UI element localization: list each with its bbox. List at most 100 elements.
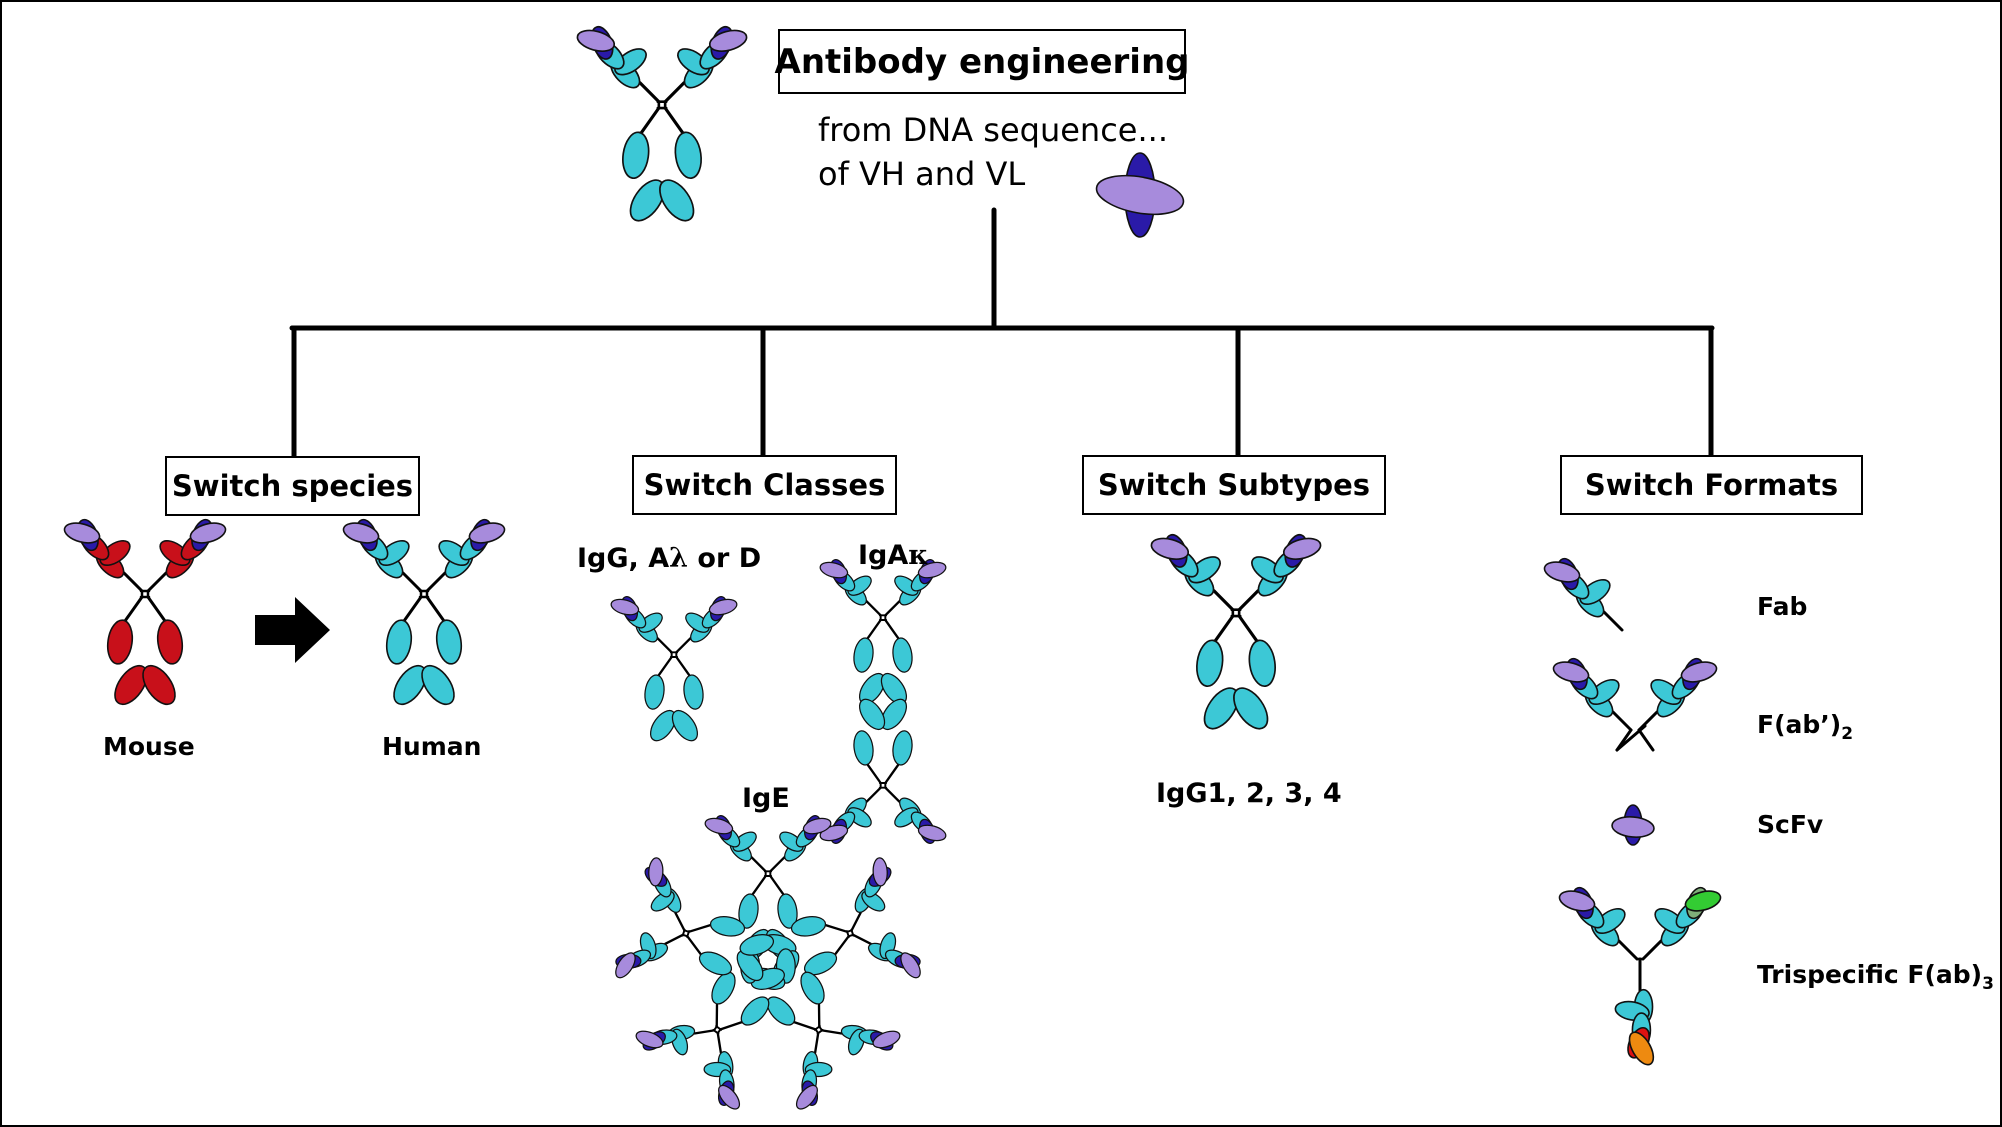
right-fab-arm xyxy=(644,857,686,932)
fc-linker xyxy=(769,874,785,896)
hinge-cross xyxy=(1615,724,1647,752)
left-fab-arm xyxy=(820,1024,901,1056)
variable-light-domain xyxy=(1628,1031,1655,1066)
antibody-human xyxy=(342,518,506,706)
cl-domain xyxy=(638,612,663,633)
fab-arm-linker xyxy=(1641,939,1663,961)
fab-arm-linker xyxy=(750,856,767,873)
antibody-ige-unit xyxy=(635,948,785,1110)
cl-domain xyxy=(1188,556,1221,584)
variable-light-domain xyxy=(900,952,921,979)
format-label-fab2: F(ab’)2 xyxy=(1757,710,1853,744)
ch2-domain xyxy=(740,996,770,1026)
right-fab-arm xyxy=(1637,657,1718,732)
cl-domain xyxy=(685,612,710,633)
format-label-fab: Fab xyxy=(1757,592,1807,621)
fc-linker xyxy=(715,1002,719,1028)
variable-light-domain xyxy=(1684,890,1722,912)
fab-arm-linker xyxy=(664,933,685,946)
ch3-domain xyxy=(1203,687,1239,730)
kappa-symbol: κ xyxy=(908,540,929,571)
ch2-domain xyxy=(800,971,825,1005)
ch2-domain xyxy=(1248,639,1276,688)
right-fab-arm xyxy=(1237,533,1322,612)
format-fab2-icon xyxy=(1552,657,1718,752)
fc-linker xyxy=(719,1020,744,1031)
cl-domain xyxy=(1579,578,1611,606)
variable-light-domain xyxy=(708,29,748,52)
antibody-ige-unit xyxy=(751,948,901,1110)
right-fab-arm xyxy=(819,786,882,844)
variable-light-domain xyxy=(63,522,101,544)
cl-domain xyxy=(438,539,470,567)
switch-formats-box: Switch Formats xyxy=(1560,455,1863,515)
ch2-domain xyxy=(683,674,704,710)
ch3-domain xyxy=(736,950,764,982)
cl-domain xyxy=(378,539,410,567)
fc-linker xyxy=(675,655,691,677)
variable-light-domain xyxy=(802,817,832,835)
fc-linker xyxy=(866,618,882,640)
ch2-domain xyxy=(892,730,913,766)
left-fab-arm xyxy=(819,559,882,617)
fab-arm-linker xyxy=(1617,939,1639,961)
right-fab-arm xyxy=(851,932,921,979)
ch2-domain xyxy=(709,916,746,937)
iga-label-text: IgA xyxy=(858,540,909,571)
ch2-domain xyxy=(385,619,413,665)
fab-arm-linker xyxy=(716,1031,723,1054)
fc-linker xyxy=(663,106,685,135)
fab-arm-linker xyxy=(425,571,447,593)
fab-arm-linker xyxy=(656,637,673,654)
subtitle-line-1: from DNA sequence... xyxy=(818,111,1168,149)
ch2-domain xyxy=(674,131,702,180)
switch-subtypes-box: Switch Subtypes xyxy=(1082,455,1386,515)
format-label-fab2-text: F(ab’) xyxy=(1757,710,1842,739)
fc-linker xyxy=(824,923,849,933)
left-fab-arm xyxy=(703,1031,741,1110)
fc-linker xyxy=(402,595,423,623)
variable-light-domain xyxy=(635,1030,664,1049)
ch2-domain xyxy=(698,951,733,976)
ch3-domain xyxy=(114,664,148,706)
variable-light-domain xyxy=(1282,537,1322,560)
cl-domain xyxy=(732,831,757,852)
variable-light-domain xyxy=(872,857,888,887)
left-fab-arm xyxy=(63,518,144,593)
variable-light-domain xyxy=(1095,174,1185,216)
format-label-scfv-text: ScFv xyxy=(1757,810,1824,839)
variable-light-domain xyxy=(576,29,616,52)
fab-arm-linker xyxy=(122,571,144,593)
fc-linker xyxy=(639,106,661,135)
variable-light-domain xyxy=(468,522,506,544)
cl-domain xyxy=(159,539,191,567)
ch3-domain xyxy=(142,664,176,706)
ch2-domain xyxy=(853,637,874,673)
fab-arm-linker xyxy=(674,911,686,932)
right-fab-arm xyxy=(663,25,748,104)
fc-linker xyxy=(833,935,850,956)
iga-kappa-label: IgAκ xyxy=(858,540,929,571)
right-fab-arm xyxy=(884,559,947,617)
format-fab-icon xyxy=(1543,557,1624,632)
ch2-domain xyxy=(106,619,134,665)
variable-light-domain xyxy=(708,598,738,616)
fc-linker xyxy=(792,1020,817,1031)
ch2-domain xyxy=(622,131,650,180)
fc-linker xyxy=(687,923,712,933)
fc-linker xyxy=(123,595,144,623)
human-label: Human xyxy=(382,732,482,761)
fab-arm-linker xyxy=(813,1031,820,1054)
fc-linker xyxy=(1213,614,1235,643)
fab-arm-linker xyxy=(675,637,692,654)
antibody-igg xyxy=(610,596,738,742)
fc-linker xyxy=(1237,614,1259,643)
igg-subtypes-label: IgG1, 2, 3, 4 xyxy=(1156,778,1342,809)
ch2-domain xyxy=(738,893,759,929)
ch2-domain xyxy=(435,619,463,665)
ige-label: IgE xyxy=(742,783,790,814)
fc-linker xyxy=(686,935,703,956)
variable-light-domain xyxy=(917,824,947,842)
